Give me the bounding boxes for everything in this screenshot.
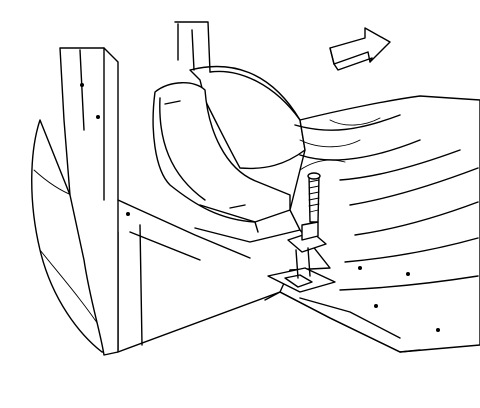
step-bracket	[152, 82, 301, 243]
pillar-hole	[80, 83, 84, 87]
body-pillar-panel	[59, 47, 130, 356]
pillar-hole	[96, 115, 100, 119]
mounting-plate	[267, 267, 336, 293]
floor-hole	[358, 266, 362, 270]
floor-hole	[406, 272, 410, 276]
lower-inner-wall	[117, 199, 281, 353]
wheel-well-tub	[174, 21, 306, 170]
direction-arrow-icon	[329, 27, 391, 71]
bolt-assembly	[287, 172, 327, 279]
floor-hole	[436, 328, 440, 332]
floor-hole	[374, 304, 378, 308]
panel-hole	[126, 212, 130, 216]
floor-pan	[264, 95, 480, 353]
